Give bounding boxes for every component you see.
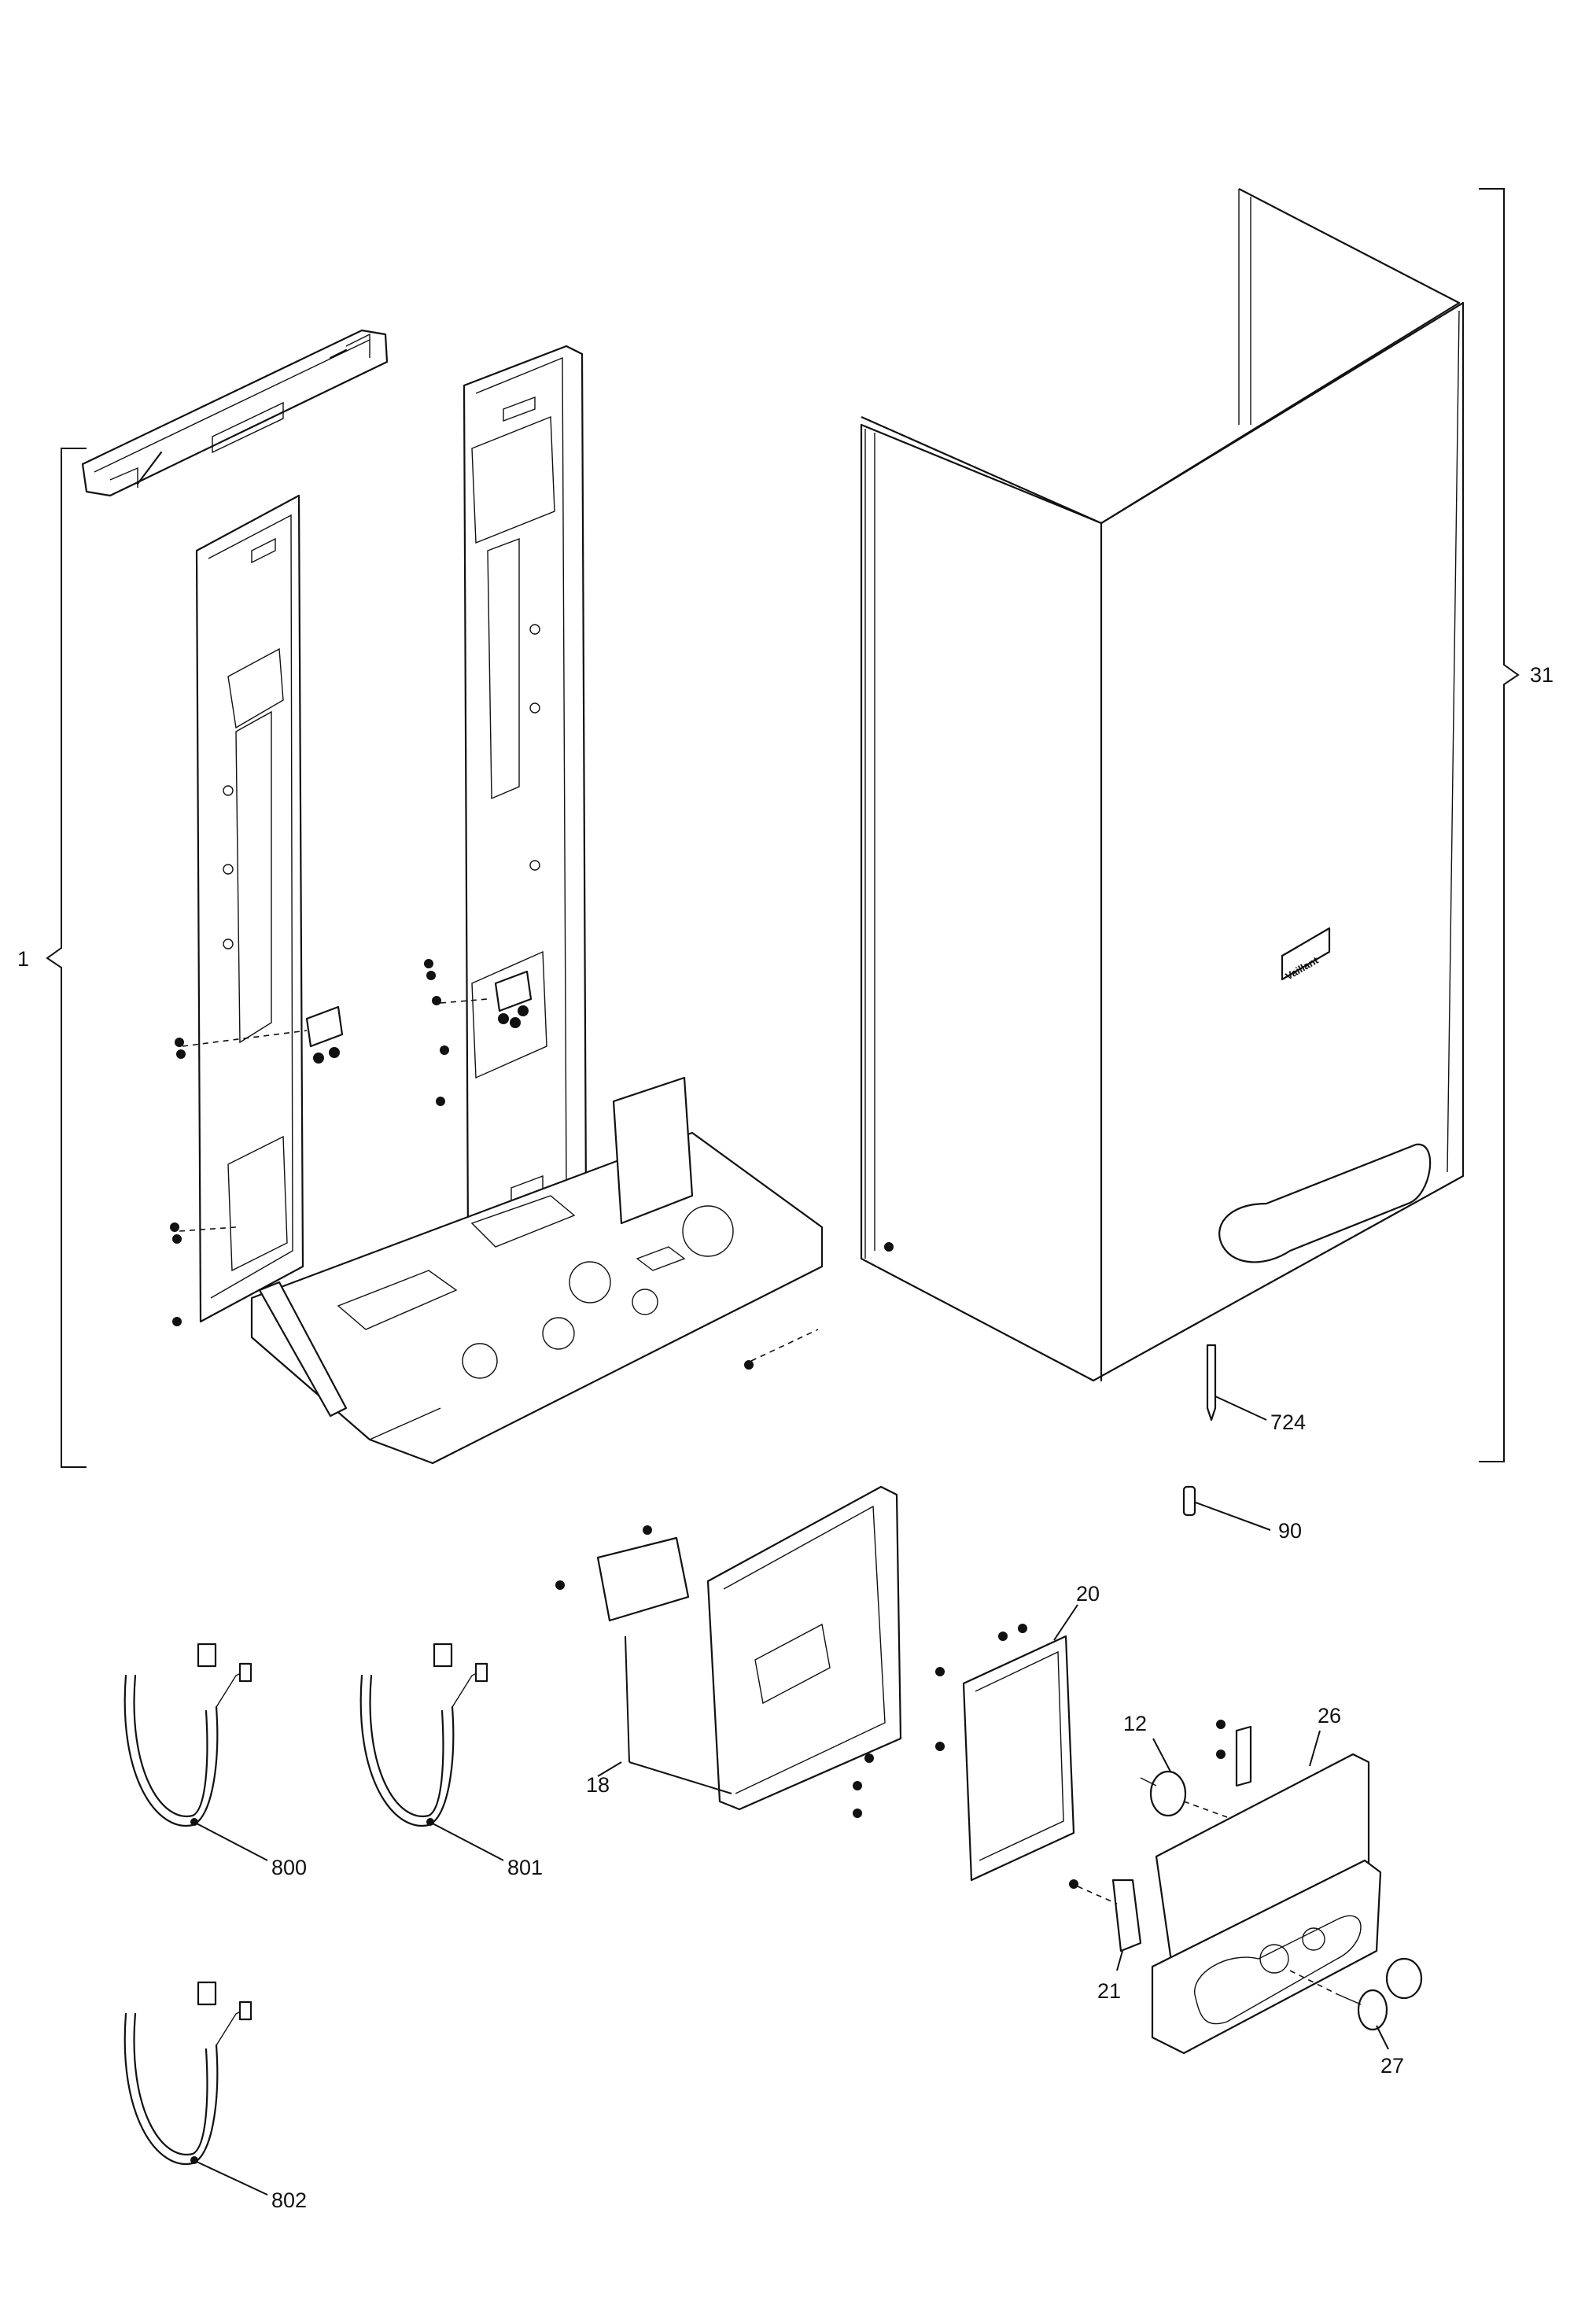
callout-800: 800 xyxy=(271,1856,307,1879)
callout-20: 20 xyxy=(1076,1582,1100,1606)
connector-clip xyxy=(1069,1879,1142,1971)
small-bracket-right xyxy=(494,970,533,1028)
control-box xyxy=(1151,1730,1382,2055)
terminal-strip xyxy=(1216,1720,1252,1787)
cable-harness-800 xyxy=(123,1643,268,1861)
base-tray xyxy=(250,1076,824,1465)
control-knob xyxy=(1289,1957,1423,2050)
callout-26: 26 xyxy=(1318,1704,1341,1728)
bracket-31 xyxy=(1479,188,1520,1462)
callout-801: 801 xyxy=(507,1856,543,1879)
pen-tool xyxy=(1206,1344,1267,1421)
callout-31: 31 xyxy=(1530,663,1554,687)
wall-bracket xyxy=(81,329,389,497)
left-frame-rail xyxy=(195,494,304,1323)
right-frame-rail xyxy=(463,345,588,1252)
small-bracket-left xyxy=(305,1005,344,1064)
callout-724: 724 xyxy=(1270,1410,1306,1434)
callout-12: 12 xyxy=(1123,1712,1147,1735)
screws-left xyxy=(170,959,488,1326)
knob-12 xyxy=(1140,1738,1228,1818)
callout-1: 1 xyxy=(17,947,29,971)
cable-harness-802 xyxy=(123,1981,268,2196)
cable-harness-801 xyxy=(359,1643,504,1861)
circuit-board xyxy=(853,1604,1078,1882)
callout-27: 27 xyxy=(1380,2054,1404,2078)
callout-802: 802 xyxy=(271,2188,307,2212)
bracket-1 xyxy=(46,448,87,1468)
control-box-housing xyxy=(555,1485,902,1811)
front-casing xyxy=(860,188,1465,1382)
callout-18: 18 xyxy=(586,1773,610,1797)
callout-90: 90 xyxy=(1278,1519,1302,1543)
pin xyxy=(1182,1485,1271,1531)
callout-21: 21 xyxy=(1097,1979,1121,2003)
